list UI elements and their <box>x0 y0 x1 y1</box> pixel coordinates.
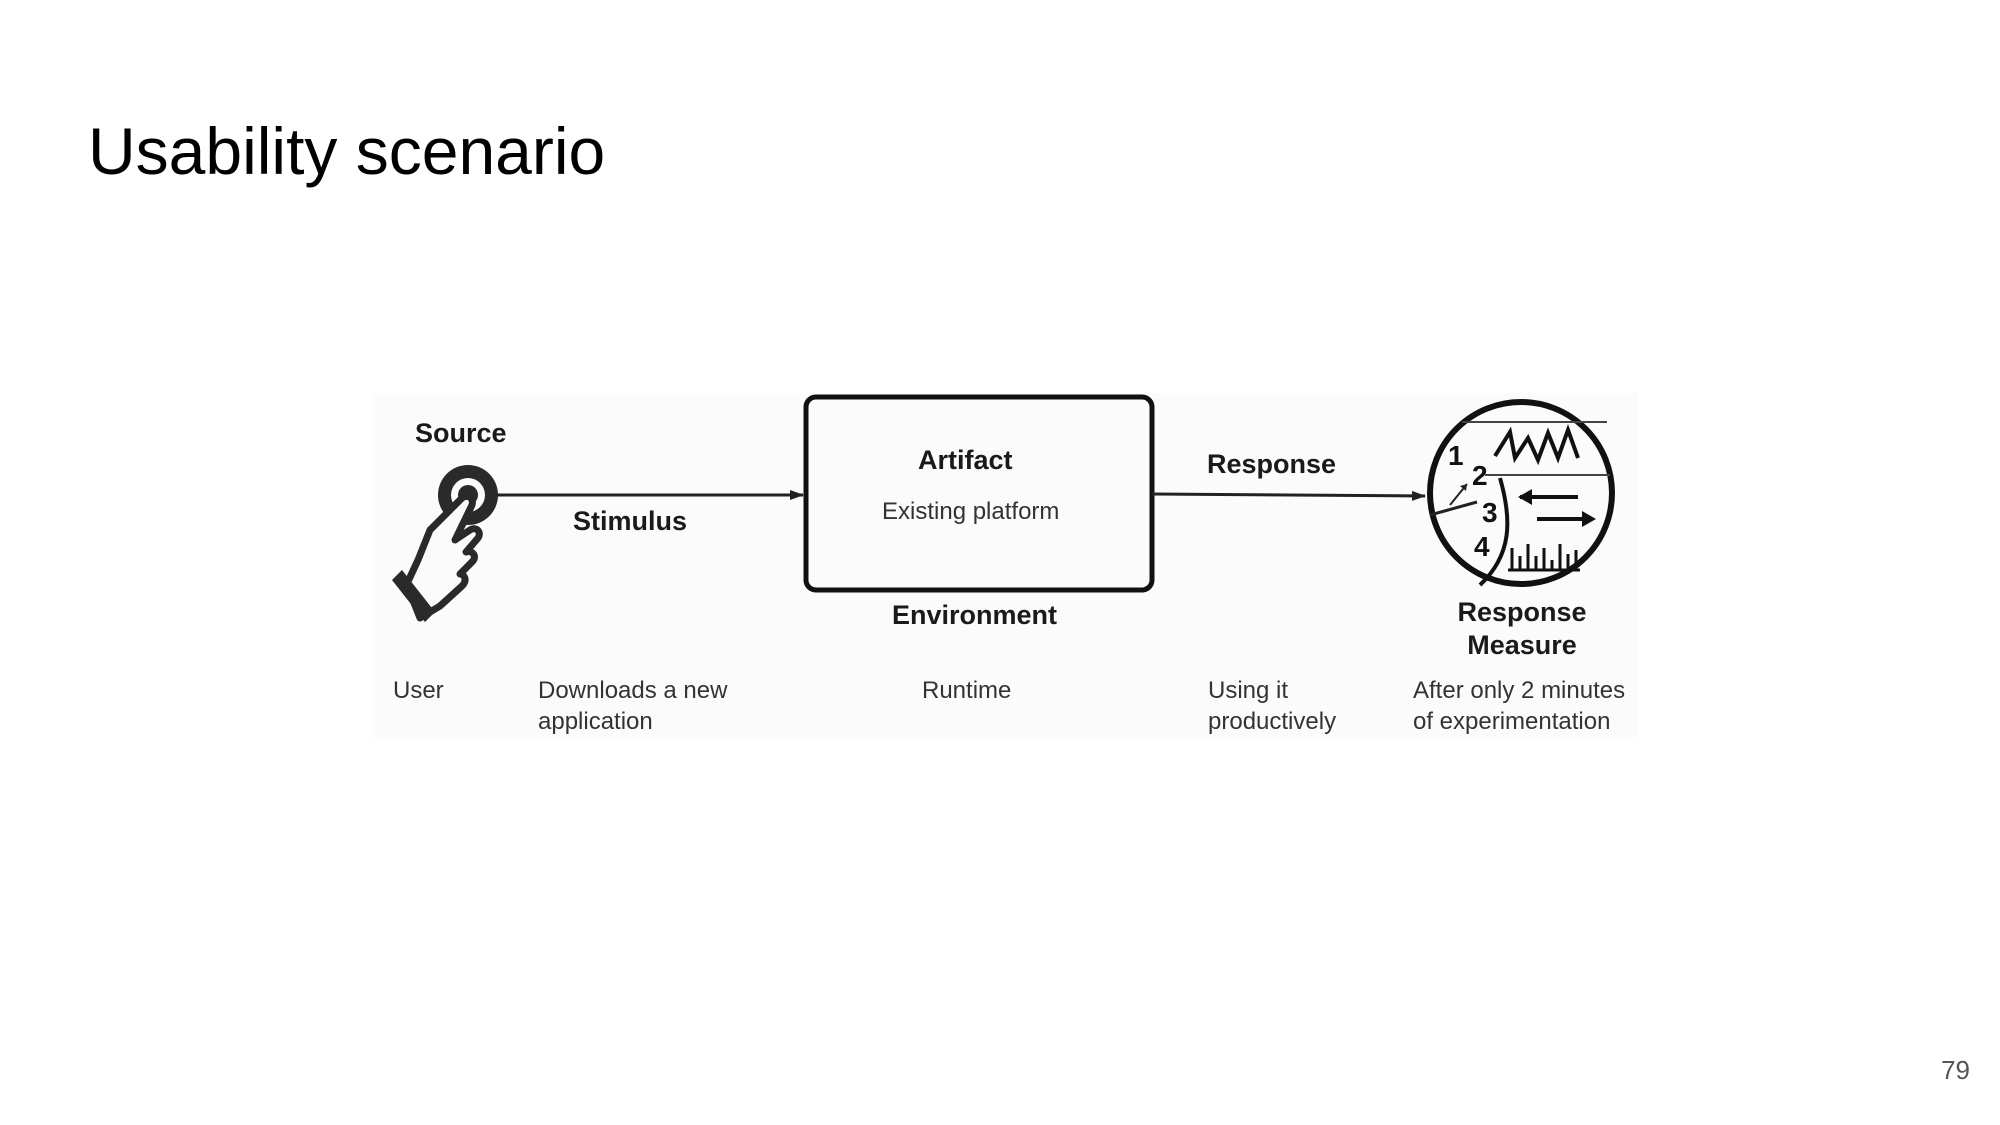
response-description: Using it productively <box>1208 675 1336 737</box>
environment-description-text: Runtime <box>922 677 1012 704</box>
response-measure-gauge-icon: 1 2 3 4 <box>1427 399 1615 587</box>
slide-title: Usability scenario <box>88 114 606 188</box>
artifact-value: Existing platform <box>882 498 1060 525</box>
environment-description: Runtime <box>922 675 1011 706</box>
gauge-number-1: 1 <box>1448 440 1464 471</box>
response-label: Response <box>1207 449 1337 479</box>
response-measure-line-1: Response <box>1457 597 1587 627</box>
gauge-number-2: 2 <box>1472 460 1488 491</box>
page-number: 79 <box>1941 1055 1970 1085</box>
stimulus-description-line-1: Downloads a new <box>538 677 728 704</box>
response-measure-description: After only 2 minutes of experimentation <box>1413 675 1625 737</box>
environment-label: Environment <box>892 600 1058 630</box>
source-label: Source <box>415 418 507 448</box>
artifact-label: Artifact <box>918 445 1013 475</box>
stimulus-description: Downloads a new application <box>538 675 727 737</box>
response-arrow <box>1151 490 1426 501</box>
response-description-line-2: productively <box>1208 708 1337 735</box>
source-description: User <box>393 675 444 706</box>
stimulus-label: Stimulus <box>573 506 688 536</box>
source-description-text: User <box>393 677 444 704</box>
response-measure-line-2: Measure <box>1467 630 1577 660</box>
response-measure-label: Response Measure <box>1440 596 1604 662</box>
stimulus-description-line-2: application <box>538 708 653 735</box>
artifact-box <box>803 394 1155 593</box>
response-measure-description-line-2: of experimentation <box>1413 708 1611 735</box>
hand-pointer-icon <box>392 465 498 622</box>
response-description-line-1: Using it <box>1208 677 1289 704</box>
gauge-number-3: 3 <box>1482 497 1498 528</box>
response-measure-description-line-1: After only 2 minutes <box>1413 677 1626 704</box>
gauge-number-4: 4 <box>1474 531 1490 562</box>
